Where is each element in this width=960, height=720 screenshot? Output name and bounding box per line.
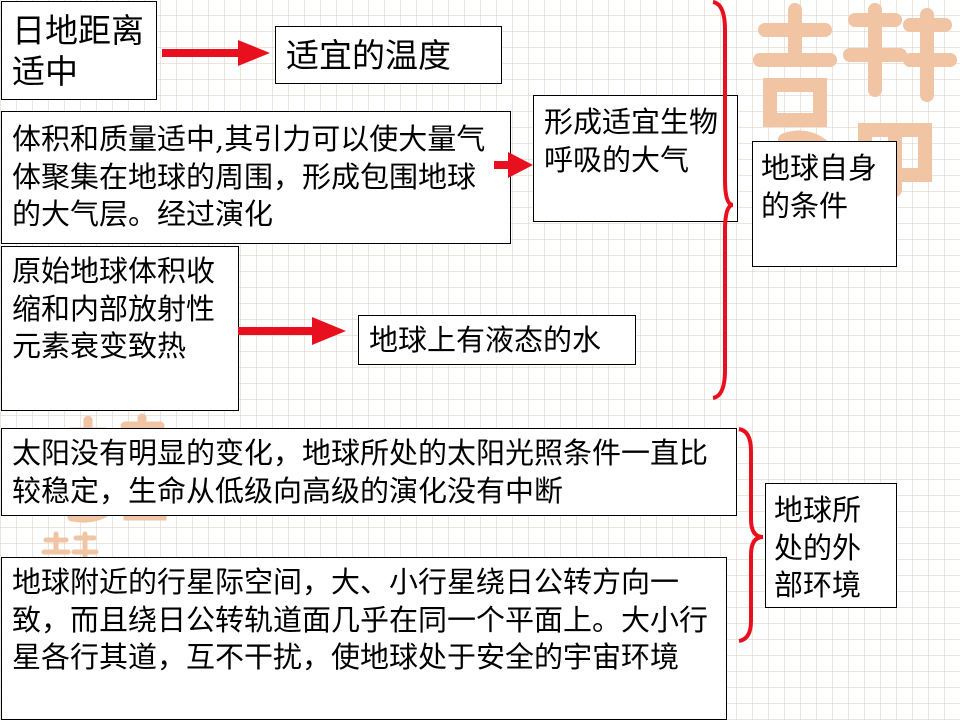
node-suitable-temperature: 适宜的温度 xyxy=(275,26,502,84)
node-contraction-heat: 原始地球体积收缩和内部放射性元素衰变致热 xyxy=(1,246,239,411)
brace-self-conditions xyxy=(712,0,734,400)
arrow-head xyxy=(238,40,270,66)
node-suitable-atmosphere: 形成适宜生物呼吸的大气 xyxy=(533,95,738,222)
arrow-distance-to-temperature xyxy=(162,40,270,66)
arrow-head xyxy=(508,152,533,178)
arrow-shaft xyxy=(494,161,510,169)
seal-watermark-small-3 xyxy=(41,531,99,567)
node-external-environment: 地球所处的外部环境 xyxy=(765,483,897,608)
node-stable-sun: 太阳没有明显的变化，地球所处的太阳光照条件一直比较稳定，生命从低级向高级的演化没… xyxy=(1,428,737,516)
brace-external-environment xyxy=(738,427,764,643)
node-safe-orbit: 地球附近的行星际空间，大、小行星绕日公转方向一致，而且绕日公转轨道面几乎在同一个… xyxy=(1,557,727,720)
arrow-mass-to-atmosphere xyxy=(494,152,533,178)
arrow-head xyxy=(312,317,346,345)
node-volume-mass: 体积和质量适中,其引力可以使大量气体聚集在地球的周围，形成包围地球的大气层。经过… xyxy=(1,111,511,244)
node-liquid-water: 地球上有液态的水 xyxy=(358,315,636,365)
arrow-shaft xyxy=(162,49,240,57)
arrow-shaft xyxy=(238,327,314,335)
arrow-heat-to-water xyxy=(238,317,346,345)
node-sun-distance: 日地距离适中 xyxy=(1,1,157,100)
node-self-conditions: 地球自身的条件 xyxy=(752,141,897,267)
